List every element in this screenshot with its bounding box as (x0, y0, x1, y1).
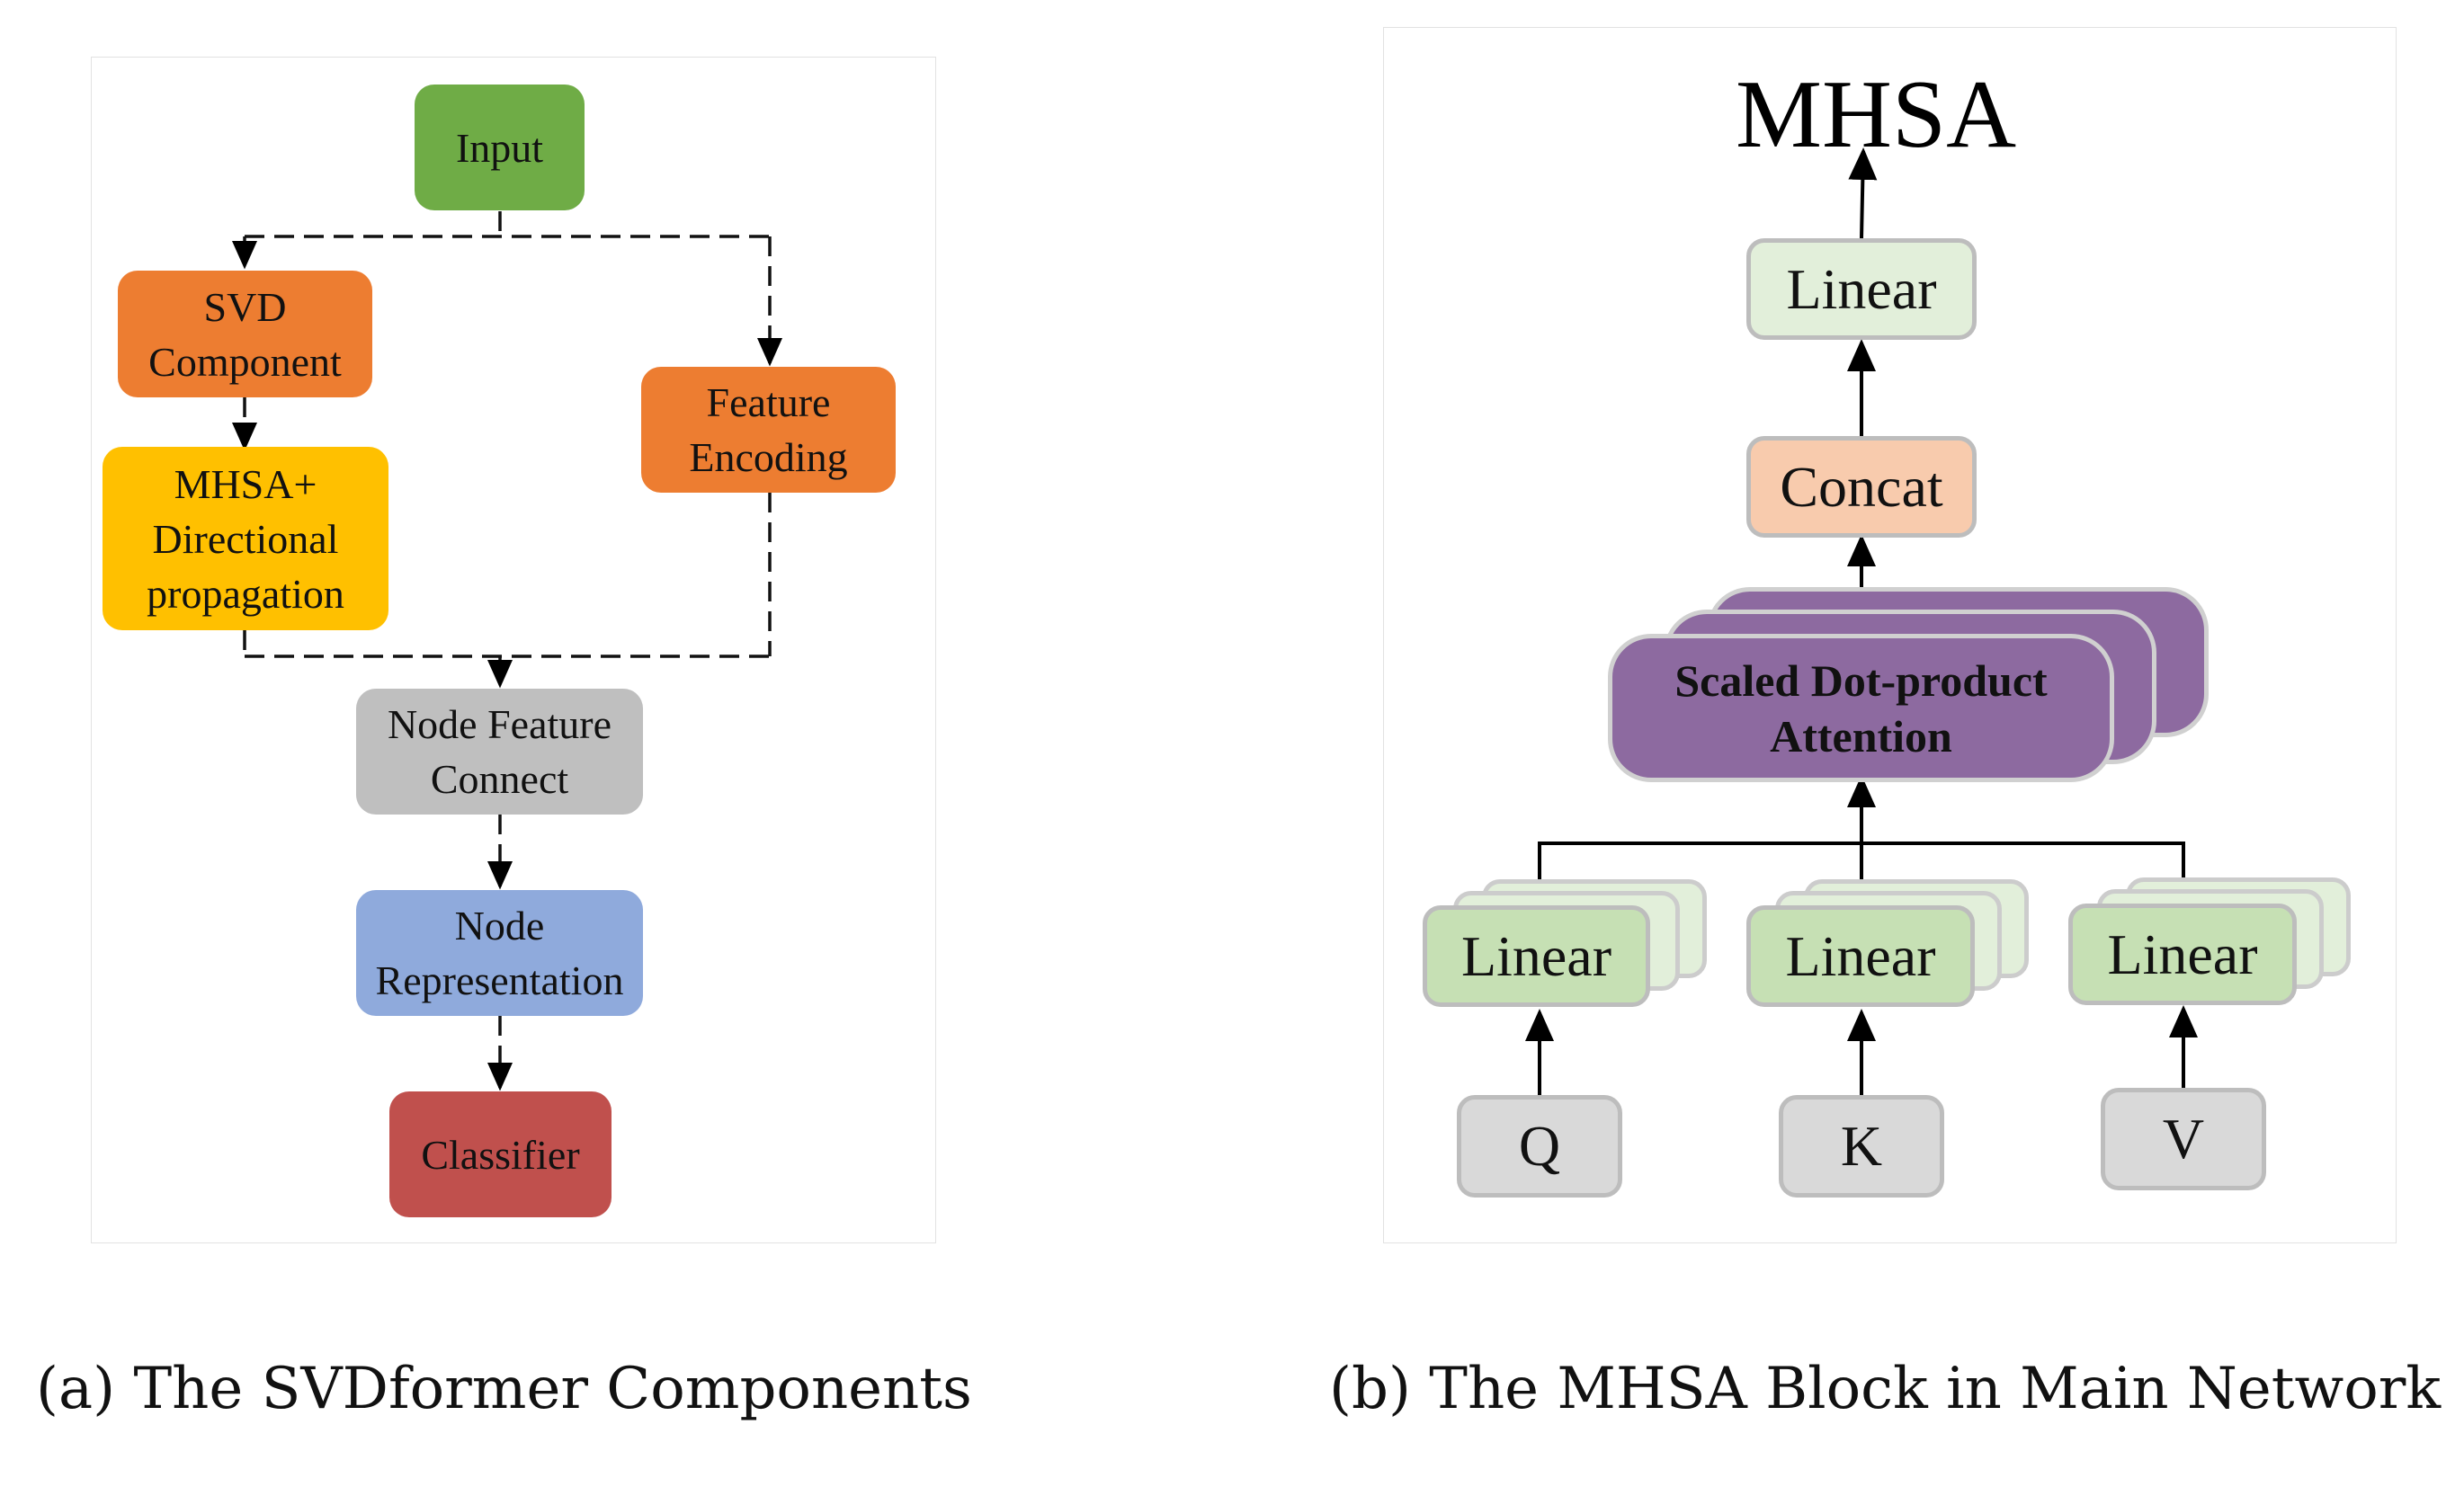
attention-node: Scaled Dot-product Attention (1608, 634, 2114, 782)
panel-a-frame (91, 57, 936, 1243)
arrow-to-title (1848, 147, 1878, 239)
linear-k-node: Linear (1746, 905, 1975, 1007)
k-node: K (1779, 1095, 1944, 1198)
classifier-node: Classifier (389, 1091, 612, 1217)
linear-out-node: Linear (1746, 238, 1977, 340)
input-node: Input (415, 85, 585, 210)
concat-node: Concat (1746, 436, 1977, 538)
node-representation-node: Node Representation (356, 890, 643, 1016)
node-feature-connect-node: Node Feature Connect (356, 689, 643, 815)
caption-a: (a) The SVDformer Components (36, 1356, 972, 1422)
feature-encoding-node: Feature Encoding (641, 367, 896, 493)
svd-component-node: SVD Component (118, 271, 372, 397)
linear-v-node: Linear (2068, 904, 2297, 1005)
caption-b: (b) The MHSA Block in Main Network (1329, 1356, 2442, 1422)
mhsa-directional-node: MHSA+ Directional propagation (103, 447, 388, 630)
mhsa-title: MHSA (1736, 61, 2017, 168)
linear-q-node: Linear (1423, 905, 1650, 1007)
v-node: V (2101, 1088, 2266, 1190)
q-node: Q (1457, 1095, 1622, 1198)
